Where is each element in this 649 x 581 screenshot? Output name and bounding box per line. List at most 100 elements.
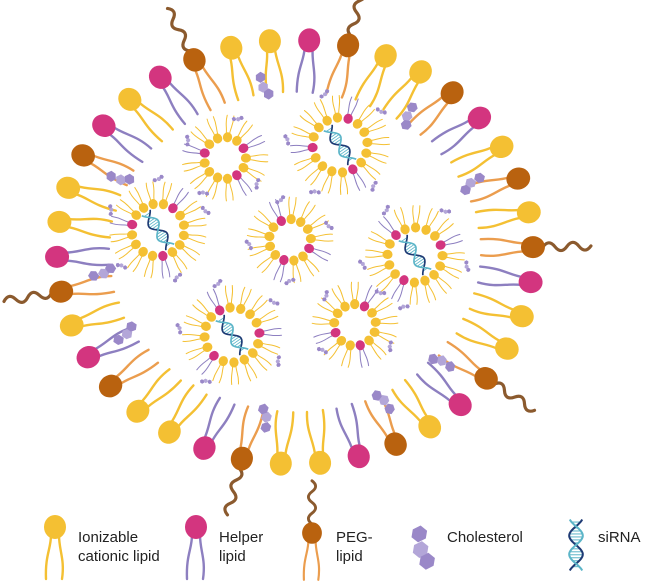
cholesterol-ring	[177, 272, 183, 277]
helper-lipid	[304, 243, 331, 262]
cholesterol-ring	[177, 325, 182, 331]
ionizable-lipid	[361, 148, 389, 164]
lipid-head	[270, 250, 281, 260]
lipid-tail	[407, 94, 445, 125]
cholesterol-ring	[276, 355, 282, 360]
lipid-tail	[185, 346, 205, 355]
sirna-base-pair	[339, 148, 350, 156]
lipid-tail	[473, 292, 517, 312]
lipid-tail	[364, 285, 373, 304]
cholesterol	[387, 340, 394, 353]
lipid-head	[158, 420, 181, 444]
sirna-base-pair	[408, 248, 417, 255]
lipid-tail	[230, 365, 234, 385]
lipid-head	[236, 303, 246, 314]
ionizable-lipid	[256, 250, 281, 273]
ionizable-lipid	[311, 316, 340, 328]
cholesterol-ring	[464, 260, 469, 265]
lipid-head	[420, 275, 430, 286]
lipid-tail	[279, 263, 286, 283]
lipid-tail	[397, 283, 405, 302]
cholesterol	[255, 71, 274, 100]
lipid-head	[430, 231, 440, 241]
cholesterol-ring	[159, 174, 164, 179]
lipid-tail	[242, 288, 252, 307]
ionizable-lipid	[420, 275, 437, 303]
cholesterol-ring	[474, 172, 485, 183]
peg-lipid	[364, 392, 407, 456]
lipid-tail	[344, 175, 349, 195]
cholesterol-ring	[115, 262, 120, 268]
lipid-tail	[317, 303, 335, 314]
ionizable-lipid	[352, 104, 375, 129]
sirna-base-pair	[148, 219, 158, 226]
ionizable-lipid	[115, 239, 141, 260]
lipid-tail	[236, 52, 255, 97]
lipid-tail	[206, 118, 216, 137]
ionizable-lipid	[109, 230, 138, 243]
lipid-tail	[435, 218, 450, 233]
lipid-tail	[314, 539, 321, 581]
sirna	[323, 124, 357, 166]
sirna-base-pair	[231, 338, 242, 346]
lipid-tail	[434, 277, 447, 294]
inner-micelle	[107, 174, 211, 283]
ionizable-lipid	[206, 116, 223, 144]
lipid-tail	[328, 343, 341, 360]
cholesterol-ring	[378, 394, 390, 406]
lipid-head	[222, 173, 233, 184]
lipid-head	[138, 246, 148, 257]
cholesterol-ring	[268, 298, 273, 303]
cholesterol-ring	[447, 209, 452, 214]
lipid-tail	[210, 403, 236, 444]
lipid-head	[59, 314, 84, 337]
cholesterol-ring	[200, 379, 205, 384]
lipid-tail	[161, 181, 166, 202]
lipid-head	[350, 299, 360, 310]
lipid-tail	[299, 115, 316, 128]
lipid-tail	[239, 124, 253, 140]
lipid-tail	[338, 95, 341, 115]
helper-lipid	[45, 245, 111, 268]
sirna	[215, 314, 249, 356]
lipid-tail	[378, 322, 399, 325]
lipid-tail	[192, 304, 209, 317]
cholesterol-ring	[290, 277, 296, 282]
lipid-tail	[236, 178, 247, 196]
lipid-tail	[373, 297, 389, 311]
cholesterol-ring	[231, 116, 237, 122]
lipid-head	[174, 240, 185, 250]
cholesterol-ring	[280, 195, 286, 200]
lipid-tail	[380, 277, 395, 292]
lipid-tail	[321, 408, 326, 456]
cholesterol-ring	[316, 190, 321, 195]
cholesterol-ring	[206, 210, 211, 216]
cholesterol	[400, 102, 418, 130]
sirna-icon	[568, 518, 584, 572]
lipid-head	[245, 309, 255, 320]
lipid-head	[332, 112, 343, 123]
lipid-head	[308, 132, 319, 142]
cholesterol	[322, 290, 329, 302]
lipid-tail	[350, 98, 359, 117]
lipid-head	[440, 81, 464, 105]
helper-lipid	[348, 164, 367, 191]
lipid-head	[76, 345, 101, 369]
lipid-head	[212, 172, 223, 183]
peg-lipid	[464, 167, 531, 203]
helper-lipid	[391, 275, 409, 302]
cholesterol-ring	[108, 211, 113, 217]
lipid-head	[204, 139, 215, 149]
lipid-tail	[161, 259, 164, 279]
lipid-head	[71, 144, 95, 167]
helper-lipid	[269, 199, 286, 226]
cholesterol-ring	[322, 297, 327, 302]
lipid-head	[322, 115, 332, 126]
inner-micelle	[283, 89, 390, 195]
lipid-tail	[273, 47, 285, 94]
helper-lipid	[476, 265, 543, 294]
lipid-head	[49, 280, 74, 303]
peg-chain	[2, 290, 53, 304]
cholesterol-ring	[119, 263, 124, 268]
lipid-tail	[259, 315, 279, 324]
